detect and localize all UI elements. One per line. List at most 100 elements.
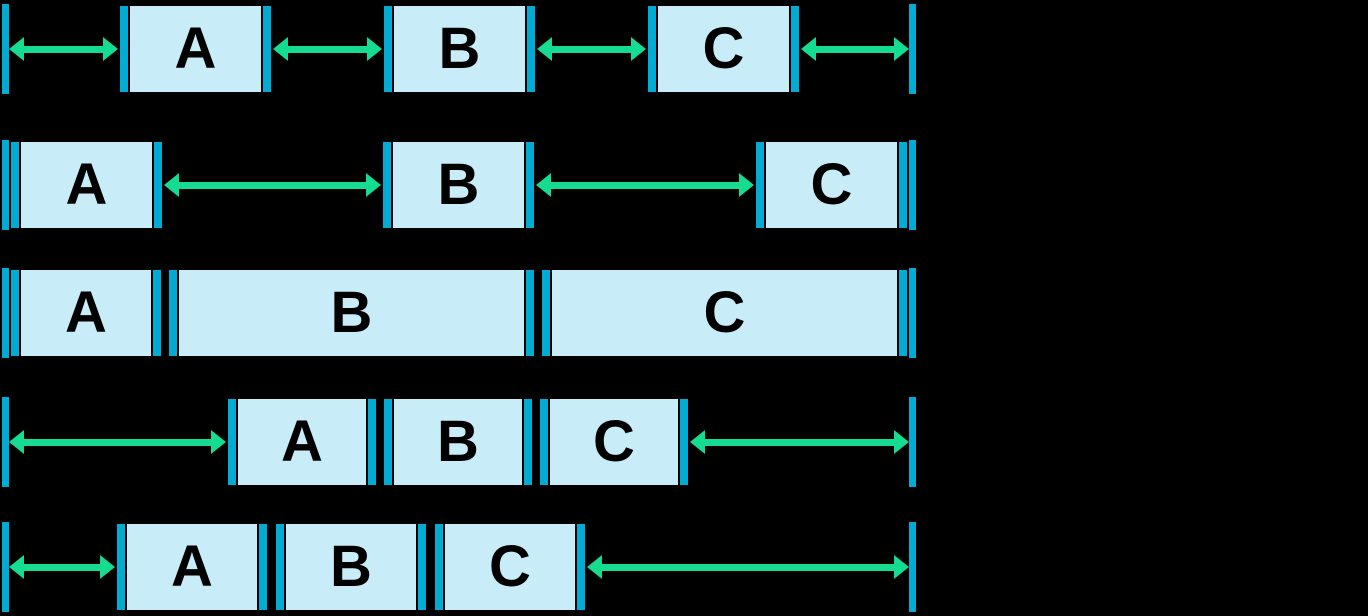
item-box-a: A	[115, 522, 269, 612]
box-edge-bar-right	[575, 524, 585, 610]
free-space-arrow	[273, 4, 382, 94]
box-edge-bar-left	[383, 142, 393, 228]
box-edge-bar-right	[152, 142, 162, 228]
item-box-c: C	[754, 140, 909, 230]
arrow-head-right	[739, 173, 754, 197]
track-edge-right	[909, 140, 916, 230]
arrow-head-left	[587, 555, 602, 579]
arrow-shaft	[705, 438, 894, 446]
box-edge-bar-left	[117, 524, 127, 610]
row-stretch: A B C	[0, 268, 916, 358]
arrow-shaft	[24, 438, 211, 446]
arrow-head-right	[894, 555, 909, 579]
item-label: C	[810, 152, 853, 217]
box-edge-bar-left	[169, 270, 179, 356]
box-edge-bar-right	[524, 270, 534, 356]
arrow-shaft	[179, 181, 366, 189]
arrow-head-left	[536, 173, 551, 197]
item-box-b: B	[381, 140, 536, 230]
arrow-head-left	[164, 173, 179, 197]
item-box-b: B	[382, 4, 537, 94]
box-edge-bar-left	[228, 399, 238, 485]
item-box-b: B	[167, 268, 536, 358]
box-edge-bar-right	[416, 524, 426, 610]
arrow-head-left	[537, 37, 552, 61]
item-label: C	[703, 280, 746, 345]
arrow-shaft	[602, 563, 894, 571]
free-space-arrow	[9, 522, 115, 612]
arrow-shaft	[551, 181, 739, 189]
track-edge-left	[2, 140, 9, 230]
box-edge-bar-left	[540, 399, 550, 485]
arrow-head-left	[273, 37, 288, 61]
item-label: A	[174, 16, 217, 81]
track-edge-right	[909, 4, 916, 94]
arrow-shaft	[288, 45, 367, 53]
arrow-head-right	[367, 37, 382, 61]
arrow-head-left	[801, 37, 816, 61]
arrow-shaft	[816, 45, 894, 53]
item-label: C	[593, 409, 635, 474]
free-space-arrow	[690, 397, 909, 487]
track-edge-right	[909, 268, 916, 358]
box-edge-bar-right	[524, 142, 534, 228]
track-edge-right	[909, 397, 916, 487]
arrow-shaft	[24, 563, 100, 571]
box-edge-bar-left	[276, 524, 286, 610]
arrow-head-right	[100, 555, 115, 579]
row-group-near-start: A B C	[0, 522, 916, 612]
item-box-c: C	[540, 268, 909, 358]
box-edge-bar-right	[522, 399, 532, 485]
row-centered-group: A B C	[0, 397, 916, 487]
box-edge-bar-left	[11, 142, 21, 228]
arrow-head-left	[690, 430, 705, 454]
track-edge-left	[2, 522, 9, 612]
free-space-arrow	[9, 4, 118, 94]
box-edge-bar-right	[897, 142, 907, 228]
item-label: B	[437, 152, 480, 217]
box-edge-bar-left	[542, 270, 552, 356]
box-edge-bar-right	[261, 6, 271, 92]
box-edge-bar-right	[678, 399, 688, 485]
item-box-a: A	[118, 4, 273, 94]
box-edge-bar-right	[151, 270, 161, 356]
box-edge-bar-right	[789, 6, 799, 92]
free-space-arrow	[801, 4, 909, 94]
box-edge-bar-left	[120, 6, 130, 92]
free-space-arrow	[587, 522, 909, 612]
box-edge-bar-left	[384, 399, 394, 485]
arrow-head-left	[9, 430, 24, 454]
box-edge-bar-left	[648, 6, 658, 92]
box-edge-bar-right	[897, 270, 907, 356]
item-label: C	[702, 16, 745, 81]
item-box-b: B	[382, 397, 534, 487]
box-edge-bar-right	[525, 6, 535, 92]
box-edge-bar-right	[366, 399, 376, 485]
box-edge-bar-left	[11, 270, 21, 356]
arrow-head-right	[103, 37, 118, 61]
item-box-b: B	[274, 522, 428, 612]
item-label: B	[438, 16, 481, 81]
item-label: B	[437, 409, 479, 474]
free-space-arrow	[536, 140, 754, 230]
arrow-head-right	[894, 37, 909, 61]
item-label: B	[330, 280, 373, 345]
arrow-head-left	[9, 37, 24, 61]
box-edge-bar-left	[435, 524, 445, 610]
free-space-arrow	[164, 140, 381, 230]
free-space-arrow	[9, 397, 226, 487]
arrow-head-left	[9, 555, 24, 579]
arrow-head-right	[894, 430, 909, 454]
row-equal-gaps: A B C	[0, 4, 916, 94]
box-edge-bar-left	[756, 142, 766, 228]
item-label: A	[171, 534, 213, 599]
row-space-between: A B C	[0, 140, 916, 230]
box-edge-bar-right	[257, 524, 267, 610]
track-edge-left	[2, 268, 9, 358]
track-edge-right	[909, 522, 916, 612]
arrow-shaft	[24, 45, 103, 53]
item-label: A	[65, 280, 107, 345]
arrow-shaft	[552, 45, 631, 53]
arrow-head-right	[631, 37, 646, 61]
